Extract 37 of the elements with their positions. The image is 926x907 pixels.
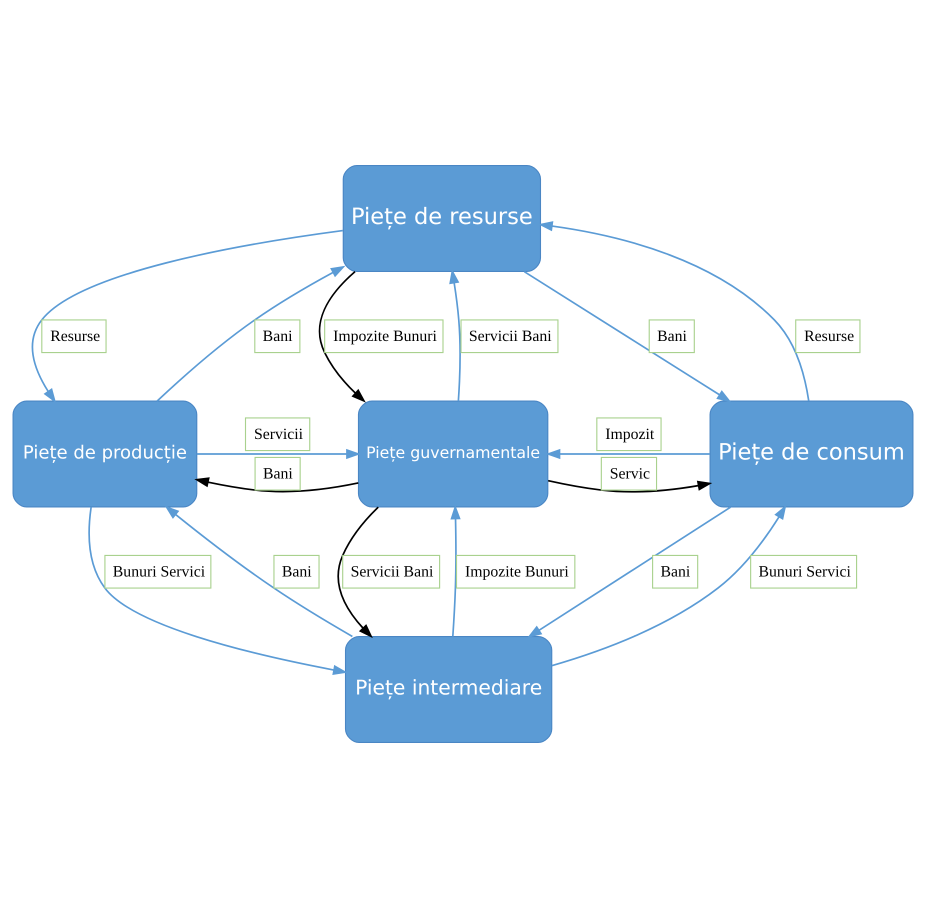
edge-label: Servic <box>610 464 650 482</box>
arrow <box>552 504 786 666</box>
arrow <box>88 506 348 674</box>
node-box: Piețe intermediare <box>344 636 552 743</box>
arrow <box>337 506 379 638</box>
arrow <box>164 505 353 637</box>
arrow <box>196 448 361 459</box>
arrow <box>450 504 461 636</box>
arrow <box>538 220 810 400</box>
node-box: Piețe guvernamentale <box>358 400 548 508</box>
arrow <box>449 268 461 401</box>
node-box: Piețe de consum <box>710 400 914 508</box>
arrow <box>156 265 346 402</box>
arrow <box>194 476 358 492</box>
edge-label: Impozit <box>605 426 654 443</box>
edge-label: Servicii <box>254 426 304 443</box>
arrow <box>527 506 731 638</box>
edge-label: Bani <box>660 562 690 580</box>
edge-label: Bani <box>262 464 293 482</box>
edge-label: Bani <box>657 327 687 344</box>
edge-label: Servicii Bani <box>350 562 434 580</box>
edge-label: Bunuri Servici <box>758 562 851 580</box>
edge-label: Bani <box>262 327 292 344</box>
node-box: Piețe de resurse <box>342 164 542 272</box>
node-box: Piețe de producție <box>12 400 198 508</box>
arrow <box>32 229 343 403</box>
edge-label: Bunuri Servici <box>112 562 206 580</box>
edge-label: Impozite Bunuri <box>333 327 437 344</box>
arrow <box>546 448 710 459</box>
arrow <box>548 479 712 492</box>
edge-label: Servicii Bani <box>468 327 552 344</box>
edge-label: Bani <box>282 562 312 580</box>
arrow <box>318 270 366 402</box>
edge-label: Resurse <box>804 327 854 344</box>
edge-label: Resurse <box>50 327 100 344</box>
edge-label: Impozite Bunuri <box>464 562 569 580</box>
arrow <box>524 270 732 402</box>
